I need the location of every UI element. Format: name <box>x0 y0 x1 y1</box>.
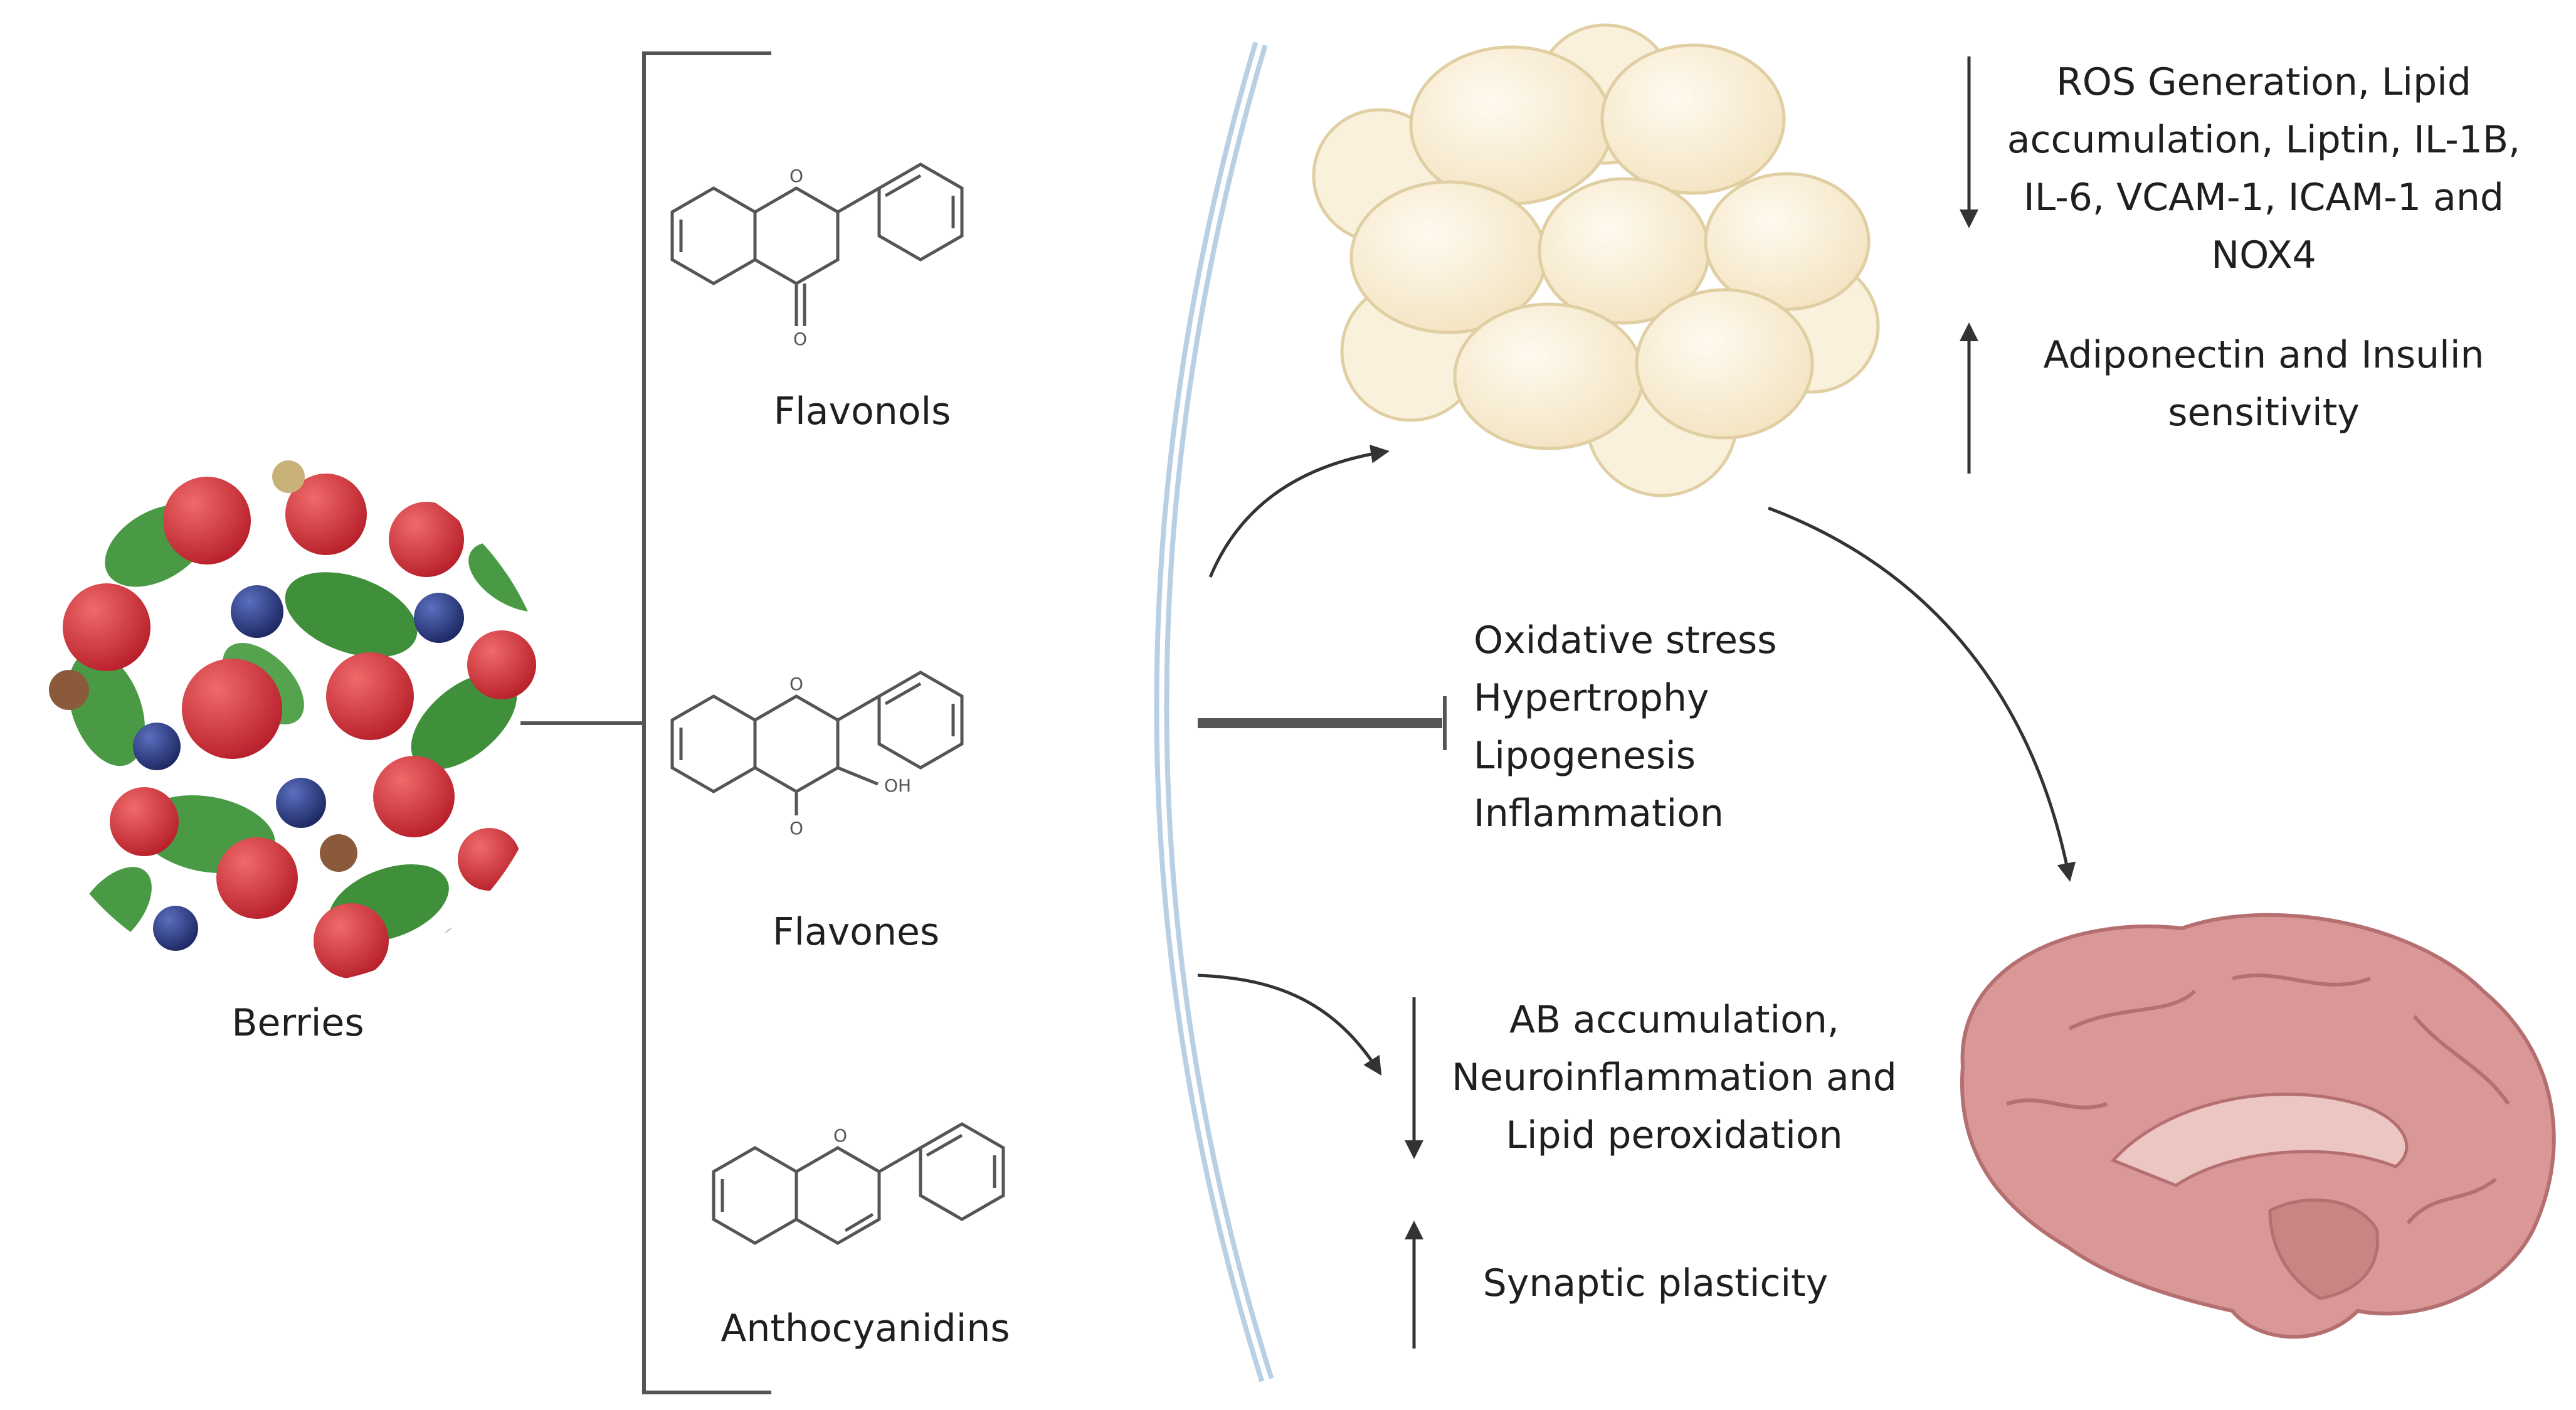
anthocyanidin-oxygen-label: O <box>833 1125 847 1146</box>
regulation-arrows <box>1405 56 1978 1349</box>
flavonol-carbonyl-label: O <box>793 329 807 349</box>
berries-illustration <box>25 458 552 985</box>
adipose-decreased-line: accumulation, Liptin, IL-1B, <box>2007 118 2521 162</box>
adipose-decreased-line: NOX4 <box>2211 233 2316 277</box>
flavones-label: Flavones <box>772 910 940 954</box>
brain-illustration <box>1960 913 2556 1339</box>
flavone-structure <box>670 671 964 815</box>
flavone-hydroxyl-label: OH <box>884 775 911 796</box>
berries-label: Berries <box>231 1001 364 1045</box>
flavonol-structure <box>670 162 964 326</box>
brain-decreased-effects: AB accumulation, Neuroinflammation and L… <box>1411 991 1938 1164</box>
inhibited-item: Oxidative stress <box>1474 618 1777 662</box>
brain-increased-effects: Synaptic plasticity <box>1411 1254 1900 1312</box>
inhibited-item: Lipogenesis <box>1474 734 1696 778</box>
flavone-carbonyl-label: O <box>789 818 803 839</box>
flavonol-oxygen-label: O <box>789 166 803 186</box>
inhibited-item: Inflammation <box>1474 792 1724 835</box>
adipose-decreased-effects: ROS Generation, Lipid accumulation, Lipt… <box>1969 53 2558 284</box>
anthocyanidin-structure <box>712 1122 1005 1245</box>
bracket <box>520 51 771 1394</box>
adipose-increased-effects: Adiponectin and Insulin sensitivity <box>1969 326 2558 442</box>
pathway-arrows <box>1197 444 2076 1076</box>
adipose-tissue <box>1312 23 1880 497</box>
brain-decreased-line: Lipid peroxidation <box>1506 1113 1843 1157</box>
brain-decreased-line: AB accumulation, <box>1509 998 1839 1042</box>
inhibition-bar <box>1198 696 1447 750</box>
flavonols-label: Flavonols <box>773 390 951 433</box>
anthocyanidins-label: Anthocyanidins <box>721 1307 1010 1350</box>
adipose-decreased-line: IL-6, VCAM-1, ICAM-1 and <box>2024 176 2504 220</box>
brain-decreased-line: Neuroinflammation and <box>1452 1056 1897 1100</box>
adipose-decreased-line: ROS Generation, Lipid <box>2056 60 2471 104</box>
brain-increased-line: Synaptic plasticity <box>1482 1261 1829 1305</box>
flavone-oxygen-label: O <box>789 674 803 694</box>
adipose-increased-line: Adiponectin and Insulin <box>2043 333 2484 377</box>
adipose-increased-line: sensitivity <box>2168 391 2360 435</box>
inhibited-item: Hypertrophy <box>1474 676 1709 720</box>
inhibited-processes: Oxidative stress Hypertrophy Lipogenesis… <box>1474 612 1777 842</box>
